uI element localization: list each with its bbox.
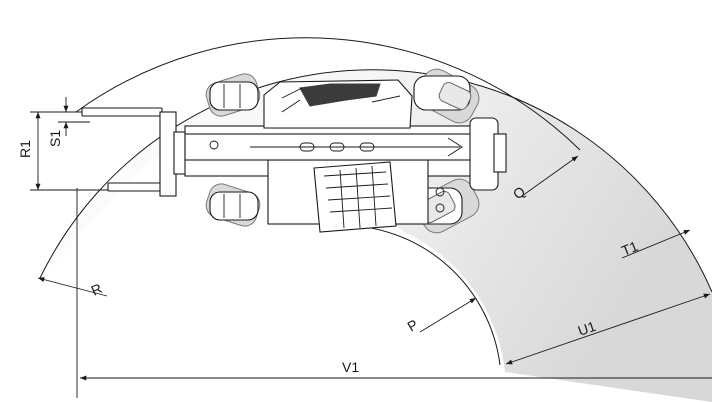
label-r1: R1 [17,140,33,158]
q-dimension-arrow [521,155,579,197]
rear-left-wheel [413,68,480,124]
bucket-turning-arc [75,37,581,151]
front-left-wheel [205,73,261,117]
machine-top-view [81,68,507,234]
label-t1: T1 [619,238,640,259]
u1-dimension-line [505,293,711,365]
lower-fork-tine [107,182,163,192]
inner-turning-arc [356,225,501,366]
upper-fork-tine [81,107,163,117]
p-dimension-arrow [419,297,477,333]
cab-roof-glass [299,83,381,107]
engine-grille [313,161,397,233]
label-p: P [405,316,421,335]
rear-hitch [493,133,507,173]
label-r: R [89,280,105,299]
outer-turning-arc [39,69,712,293]
r-dimension-arrow [37,277,108,297]
label-s1: S1 [47,130,63,147]
label-v1: V1 [342,359,359,375]
label-u1: U1 [576,318,598,339]
t1-dimension-arrow [621,229,691,259]
front-right-wheel [205,183,261,227]
